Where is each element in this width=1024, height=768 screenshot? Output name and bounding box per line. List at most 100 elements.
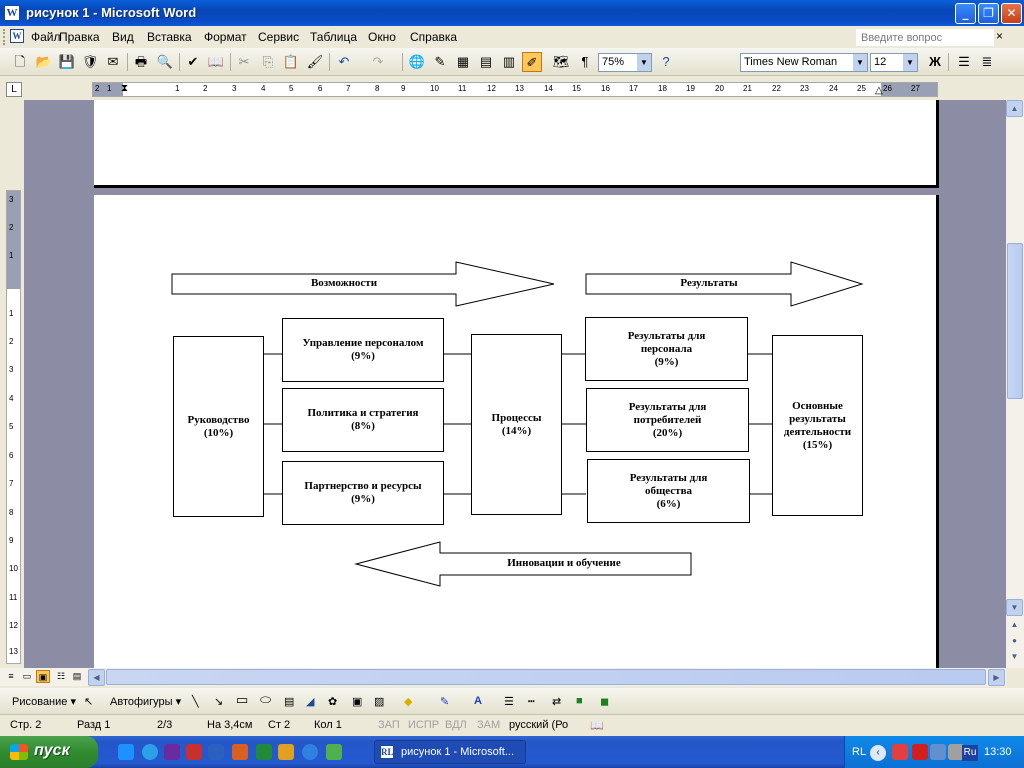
preview-icon[interactable]: 🔍	[156, 54, 174, 69]
desktop-icon[interactable]	[118, 744, 134, 760]
email-icon[interactable]: ✉	[107, 54, 119, 69]
processes-box[interactable]: Процессы(14%)	[471, 334, 562, 515]
oval-icon[interactable]: ⬭	[260, 692, 272, 707]
menu-file[interactable]: Файл	[31, 30, 61, 44]
new-icon[interactable]: 🗋	[14, 54, 26, 69]
policy-box[interactable]: Политика и стратегия(8%)	[282, 388, 444, 452]
wordart-icon[interactable]: ◢	[306, 696, 315, 708]
start-button[interactable]: пуск	[0, 736, 98, 768]
zoom-select[interactable]: 75% ▼	[598, 53, 652, 72]
normal-view-icon[interactable]: ≡	[8, 671, 14, 681]
minimize-button[interactable]: _	[955, 3, 976, 24]
document-area[interactable]: Возможности Результаты Инновации и обуче…	[24, 100, 1006, 668]
clipart-icon[interactable]: ▣	[352, 696, 363, 708]
web-view-icon[interactable]: ▭	[22, 671, 32, 681]
tab-selector[interactable]: L	[6, 82, 22, 97]
spelling-status-icon[interactable]: 📖	[590, 720, 604, 732]
leadership-box[interactable]: Руководство(10%)	[173, 336, 264, 517]
acrobat-icon[interactable]	[186, 744, 202, 760]
scroll-right-icon[interactable]: ▶	[988, 669, 1005, 686]
line-style-icon[interactable]: ☰	[504, 696, 514, 708]
insert-table-icon[interactable]: ▦	[456, 54, 470, 69]
arrow-style-icon[interactable]: ⇄	[552, 696, 562, 708]
chevron-down-icon[interactable]: ▼	[637, 54, 651, 71]
powerpoint-icon[interactable]	[232, 744, 248, 760]
format-painter-icon[interactable]: 🖌	[306, 54, 324, 69]
font-select[interactable]: Times New Roman ▼	[740, 53, 868, 72]
paste-icon[interactable]: 📋	[282, 54, 300, 69]
diagram-icon[interactable]: ✿	[328, 696, 338, 708]
scroll-thumb[interactable]	[1007, 243, 1023, 399]
user-icon[interactable]	[278, 744, 294, 760]
scroll-left-icon[interactable]: ◀	[88, 669, 105, 686]
columns-icon[interactable]: ▥	[502, 54, 516, 69]
cut-icon[interactable]: ✂	[238, 54, 250, 69]
research-icon[interactable]: 📖	[207, 54, 225, 69]
scroll-down-icon[interactable]: ▼	[1006, 599, 1023, 616]
open-icon[interactable]: 📂	[35, 54, 53, 69]
fill-color-icon[interactable]: ◆	[404, 696, 413, 708]
menu-tools[interactable]: Сервис	[258, 30, 300, 44]
3d-icon[interactable]: ◼	[600, 696, 610, 708]
status-record[interactable]: ЗАП	[378, 719, 400, 731]
volume-icon[interactable]	[948, 744, 964, 760]
drawing-menu-button[interactable]: Рисование ▾	[12, 696, 76, 708]
page-1-bottom[interactable]	[94, 100, 939, 188]
vertical-ruler[interactable]: 3 2 1 1 2 3 4 5 6 7 8 9 10 11 12 13	[6, 190, 21, 664]
horizontal-scrollbar[interactable]: ◀ ▶	[0, 668, 1006, 686]
permission-icon[interactable]: 🛡	[81, 54, 99, 69]
word-app-icon[interactable]: W	[4, 5, 20, 21]
rectangle-icon[interactable]: ▭	[236, 692, 249, 707]
next-page-icon[interactable]: ▼	[1006, 649, 1023, 666]
kaspersky-icon[interactable]	[912, 744, 928, 760]
arrow-icon[interactable]: ↘	[214, 696, 224, 708]
document-close-button[interactable]: ×	[996, 29, 1004, 43]
status-track-changes[interactable]: ИСПР	[408, 719, 440, 731]
word-icon[interactable]	[208, 744, 224, 760]
indent-marker[interactable]: ⧗	[121, 83, 129, 94]
spelling-icon[interactable]: ✔	[187, 54, 199, 69]
menu-view[interactable]: Вид	[112, 30, 134, 44]
menu-insert[interactable]: Вставка	[147, 30, 192, 44]
font-color-icon[interactable]: A	[474, 695, 482, 707]
show-formatting-icon[interactable]: ¶	[581, 54, 589, 69]
copy-icon[interactable]: ⎘	[262, 54, 274, 69]
quicklaunch-icon[interactable]	[164, 744, 180, 760]
print-icon[interactable]: 🖶	[134, 54, 148, 69]
status-language[interactable]: русский (Ро	[509, 719, 569, 731]
media-player-icon[interactable]	[302, 744, 318, 760]
h-scroll-thumb[interactable]	[106, 669, 986, 685]
document-map-icon[interactable]: 🗺	[552, 54, 570, 69]
print-layout-icon[interactable]: ▣	[36, 670, 50, 683]
bold-button[interactable]: Ж	[929, 54, 941, 69]
menu-edit[interactable]: Правка	[59, 30, 100, 44]
menu-format[interactable]: Формат	[204, 30, 247, 44]
menu-table[interactable]: Таблица	[310, 30, 358, 44]
document-icon[interactable]: W	[10, 29, 24, 43]
maximize-button[interactable]: ❐	[978, 3, 999, 24]
chevron-down-icon[interactable]: ▼	[853, 54, 867, 71]
partnership-box[interactable]: Партнерство и ресурсы(9%)	[282, 461, 444, 525]
chevron-left-icon[interactable]: ‹	[870, 745, 886, 761]
outline-view-icon[interactable]: ☷	[56, 671, 66, 681]
tables-borders-icon[interactable]: ✎	[434, 54, 446, 69]
reading-view-icon[interactable]: ▤	[72, 671, 82, 681]
picture-icon[interactable]: ▨	[374, 696, 385, 708]
chevron-down-icon[interactable]: ▼	[903, 54, 917, 71]
redo-icon[interactable]: ↷	[372, 54, 384, 69]
align-left-icon[interactable]: ☰	[958, 54, 970, 69]
line-color-icon[interactable]: ✎	[440, 696, 450, 708]
menu-window[interactable]: Окно	[368, 30, 396, 44]
close-button[interactable]: ✕	[1001, 3, 1022, 24]
menu-help[interactable]: Справка	[410, 30, 458, 44]
scroll-up-icon[interactable]: ▲	[1006, 100, 1023, 117]
font-size-select[interactable]: 12 ▼	[870, 53, 918, 72]
excel-icon[interactable]	[256, 744, 272, 760]
menu-grip[interactable]	[3, 29, 6, 45]
drawing-icon[interactable]: ✐	[522, 52, 542, 72]
save-icon[interactable]: 💾	[58, 54, 76, 69]
undo-icon[interactable]: ↶	[338, 54, 350, 69]
browse-object-icon[interactable]: ●	[1006, 633, 1023, 650]
